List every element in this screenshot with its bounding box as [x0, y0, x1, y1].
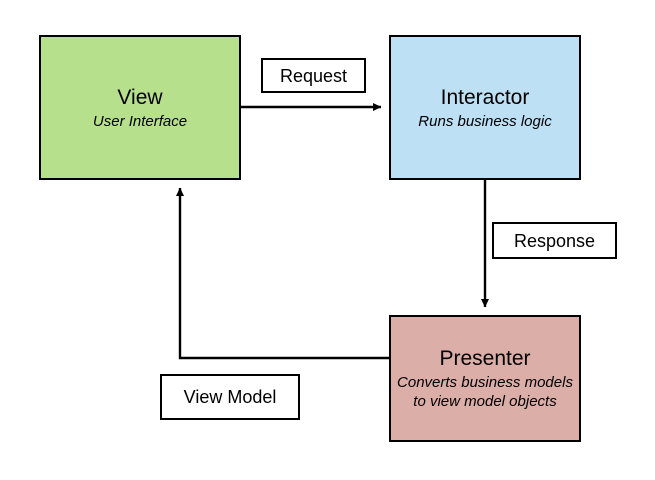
edge-label-response-text: Response: [513, 230, 596, 251]
edge-label-view-model[interactable]: View Model: [160, 374, 300, 420]
edge-label-response[interactable]: Response: [492, 222, 617, 259]
node-interactor-title: Interactor: [440, 85, 530, 109]
node-view-subtitle: User Interface: [92, 112, 188, 130]
edge-label-request[interactable]: Request: [261, 58, 366, 93]
node-presenter-title: Presenter: [439, 347, 531, 370]
edge-view-model-arrow: [175, 187, 389, 360]
node-interactor-subtitle: Runs business logic: [418, 112, 552, 130]
node-presenter-subtitle: Converts business models to view model o…: [397, 374, 573, 410]
node-view-title: View: [117, 85, 163, 109]
node-presenter[interactable]: Presenter Converts business models to vi…: [389, 315, 581, 442]
edge-label-request-text: Request: [279, 65, 348, 86]
node-interactor[interactable]: Interactor Runs business logic: [389, 35, 581, 180]
node-view[interactable]: View User Interface: [39, 35, 241, 180]
edge-label-view-model-text: View Model: [183, 387, 277, 407]
